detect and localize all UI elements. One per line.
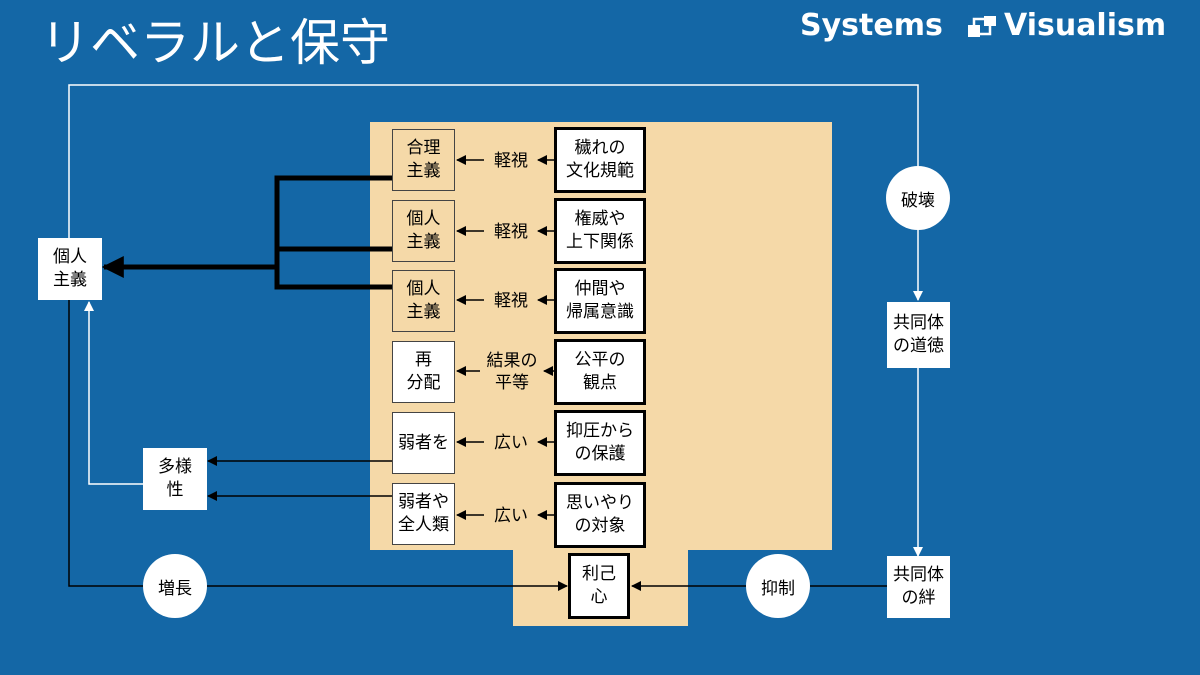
label-neglect-2: 軽視 bbox=[494, 222, 528, 242]
node-individualism-main: 個人 主義 bbox=[38, 238, 102, 300]
brand-logo: Systems Visualism bbox=[800, 6, 1192, 46]
node-diversity: 多様 性 bbox=[143, 448, 207, 510]
thick-bracket bbox=[274, 175, 392, 290]
label-neglect-1: 軽視 bbox=[494, 151, 528, 171]
circle-suppress: 抑制 bbox=[746, 554, 810, 618]
node-community-bonds: 共同体 の絆 bbox=[887, 556, 950, 618]
node-individualism-1: 個人 主義 bbox=[392, 200, 455, 262]
node-individualism-2: 個人 主義 bbox=[392, 270, 455, 332]
node-authority: 権威や 上下関係 bbox=[554, 198, 646, 264]
node-selfishness: 利己 心 bbox=[568, 553, 630, 619]
line-increase bbox=[68, 300, 568, 591]
page-title: リベラルと保守 bbox=[40, 14, 390, 72]
label-equal-outcome: 結果の 平等 bbox=[486, 351, 538, 393]
node-fairness: 公平の 観点 bbox=[554, 339, 646, 405]
node-weak: 弱者を bbox=[392, 412, 455, 474]
brand-word-systems: Systems bbox=[800, 8, 943, 43]
circle-increase: 増長 bbox=[143, 554, 207, 618]
label-neglect-3: 軽視 bbox=[494, 291, 528, 311]
node-community-morals: 共同体 の道徳 bbox=[887, 302, 950, 368]
node-protection: 抑圧から の保護 bbox=[554, 410, 646, 476]
node-weak-all: 弱者や 全人類 bbox=[392, 483, 455, 545]
label-broad-2: 広い bbox=[494, 506, 528, 526]
node-redistribution: 再 分配 bbox=[392, 341, 455, 403]
panel-main bbox=[370, 122, 832, 550]
label-broad-1: 広い bbox=[494, 433, 528, 453]
circle-destroy: 破壊 bbox=[886, 166, 950, 230]
node-compassion: 思いやり の対象 bbox=[554, 482, 646, 548]
brand-word-visualism: Visualism bbox=[1004, 8, 1167, 43]
node-impurity-norms: 穢れの 文化規範 bbox=[554, 127, 646, 193]
node-belonging: 仲間や 帰属意識 bbox=[554, 268, 646, 334]
node-rationalism: 合理 主義 bbox=[392, 129, 455, 191]
systems-visualism-logo-icon bbox=[968, 16, 996, 37]
line-diversity-up bbox=[84, 301, 143, 485]
